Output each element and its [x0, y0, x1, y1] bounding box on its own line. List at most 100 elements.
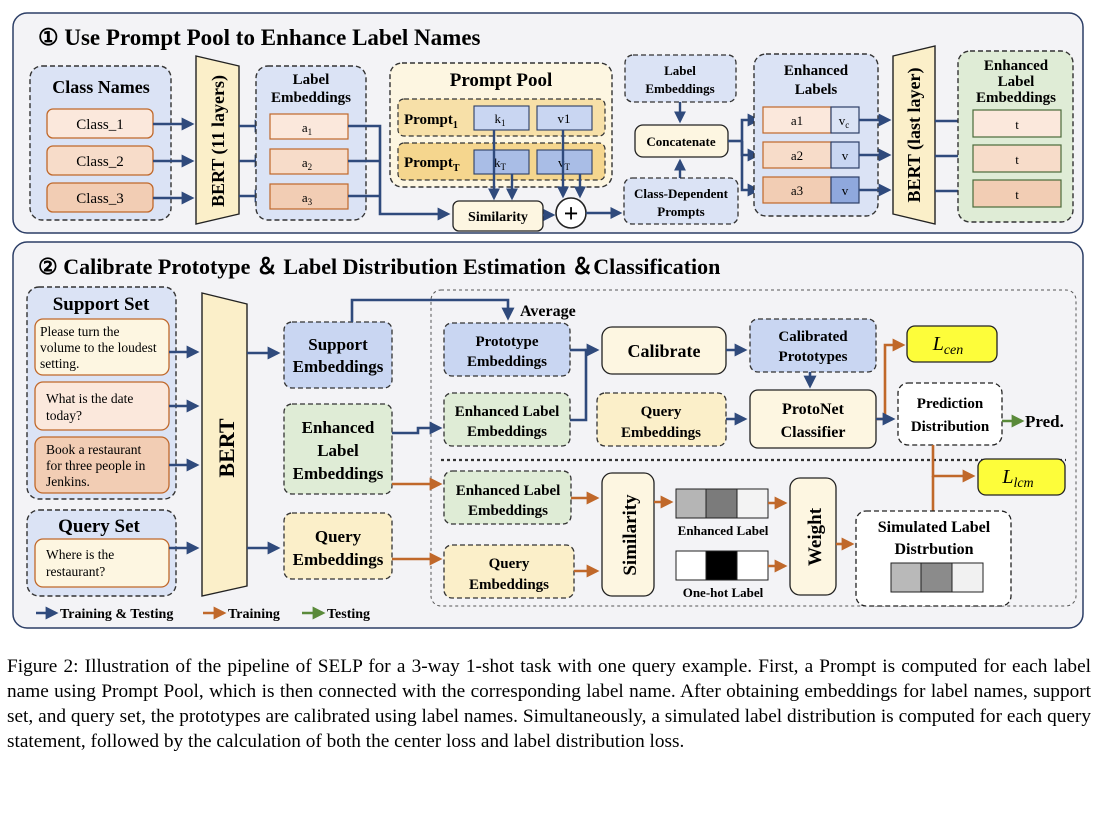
- class-2-label: Class_2: [76, 154, 124, 170]
- weight-label: Weight: [805, 507, 826, 566]
- v1-label: v1: [558, 111, 571, 126]
- support-item-3-l2: for three people in: [46, 458, 146, 473]
- protonet-1: ProtoNet: [782, 401, 845, 418]
- t3-label: t: [1015, 187, 1019, 202]
- prompt1-label: Prompt1: [404, 112, 458, 131]
- t3-box: [972, 179, 1062, 208]
- enh-label-emb-title-1: Enhanced: [984, 58, 1049, 74]
- enh-row3-a: [762, 176, 832, 204]
- query-left-2: Embeddings: [293, 550, 384, 569]
- plus-sign: +: [564, 199, 579, 228]
- enh-row2-v: [830, 141, 860, 169]
- class-names-title: Class Names: [52, 77, 150, 97]
- query-item-l2: restaurant?: [46, 564, 105, 579]
- a2-label: a2: [302, 155, 312, 172]
- query-mid-1: Query: [641, 404, 682, 420]
- support-item-1-l1: Please turn the: [40, 324, 119, 339]
- legend-label-training-testing: Training & Testing: [60, 607, 173, 622]
- enhanced-label-emb-left-box: [283, 403, 393, 495]
- enh-row1-a-label: a1: [791, 113, 803, 128]
- t2-box: [972, 144, 1062, 173]
- v1-box: [536, 105, 593, 131]
- query-item-l1: Where is the: [46, 547, 114, 562]
- enh-left-2: Label: [317, 441, 359, 460]
- enh-label-emb-title-3: Embeddings: [976, 90, 1056, 106]
- label-embeddings-title-1: Label: [293, 72, 330, 88]
- class-3-label: Class_3: [76, 191, 124, 207]
- llcm-loss-box: [977, 458, 1066, 496]
- enh-row3-a-label: a3: [791, 183, 803, 198]
- class-list: Class_1 Class_2 Class_3: [46, 108, 154, 213]
- enh-bar-3: [736, 488, 769, 519]
- arrow-enh-left-to-mid: [392, 421, 443, 435]
- enhanced-label-emb-low-box: [443, 470, 572, 525]
- kT-box: [473, 149, 530, 175]
- support-item-3-l3: Jenkins.: [46, 474, 90, 489]
- arrows-bars-to-weight: [768, 496, 788, 573]
- enh-low-1: Enhanced Label: [456, 483, 561, 499]
- arrows-to-similarity-low: [571, 491, 600, 578]
- support-item-1-l2: volume to the loudest: [40, 340, 157, 355]
- simulated-distribution-bars: [890, 562, 984, 593]
- arrows-a-to-similarity: [348, 124, 451, 221]
- enhanced-labels-title-2: Labels: [795, 82, 838, 98]
- t1-label: t: [1015, 117, 1019, 132]
- pipeline-diagram: ① Use Prompt Pool to Enhance Label Names…: [12, 12, 1084, 629]
- enh-row1-v: [830, 106, 860, 134]
- sim-bar-1: [890, 562, 922, 593]
- onehot-label-bars: [675, 550, 769, 581]
- lcen-label: Lcen: [932, 333, 964, 358]
- prototype-emb-1: Prototype: [475, 334, 538, 350]
- vT-box: [536, 149, 593, 175]
- sim-dist-2: Distrbution: [894, 541, 973, 558]
- llcm-label: Llcm: [1001, 466, 1033, 491]
- enhanced-label-caption: Enhanced Label: [678, 523, 769, 538]
- query-item: [34, 538, 170, 588]
- enh-row3-v-label: v: [842, 183, 849, 198]
- support-item-3-l1: Book a restaurant: [46, 442, 141, 457]
- query-low-1: Query: [489, 556, 530, 572]
- onehot-label-caption: One-hot Label: [683, 585, 764, 600]
- concatenate-label: Concatenate: [646, 134, 716, 149]
- figure-caption: Figure 2: Illustration of the pipeline o…: [7, 656, 1091, 752]
- enhanced-labels-title-1: Enhanced: [784, 63, 849, 79]
- support-item-2-l2: today?: [46, 408, 82, 423]
- query-left-1: Query: [315, 527, 362, 546]
- sim-bar-2: [920, 562, 953, 593]
- enh-row2-a: [762, 141, 832, 169]
- bert-main-label: BERT: [214, 418, 239, 477]
- section1-title: ① Use Prompt Pool to Enhance Label Names: [38, 25, 481, 50]
- k1-label: k1: [495, 111, 506, 128]
- kT-label: kT: [494, 155, 507, 172]
- prompt-pool-title: Prompt Pool: [450, 70, 553, 91]
- enh-row2-a-label: a2: [791, 148, 803, 163]
- onehot-bar-2: [705, 550, 738, 581]
- label-emb-small-2: Embeddings: [645, 81, 714, 96]
- arrows-bert-out: [247, 346, 281, 555]
- calibrated-2: Prototypes: [779, 349, 848, 365]
- prototype-emb-2: Embeddings: [467, 354, 547, 370]
- a1-box: [269, 113, 349, 140]
- vT-label: vT: [558, 155, 571, 172]
- sim-dist-1: Simulated Label: [878, 519, 991, 536]
- promptT-label: PromptT: [404, 155, 460, 174]
- arrows-enhanced-to-bert: [859, 113, 892, 197]
- bert-main-block: [201, 292, 248, 597]
- support-emb-1: Support: [308, 335, 368, 354]
- support-item-1: [34, 318, 170, 376]
- bert-last-label: BERT (last layer): [904, 67, 925, 202]
- support-set-title: Support Set: [53, 294, 150, 315]
- prediction-2: Distribution: [911, 419, 990, 435]
- query-embeddings-mid-box: [596, 392, 727, 447]
- label-emb-small-1: Label: [664, 63, 696, 78]
- arrows-sets-to-bert: [169, 345, 200, 555]
- calibrated-prototypes-box: [749, 318, 877, 373]
- prediction-distribution-box: [897, 382, 1003, 446]
- k1-box: [473, 105, 530, 131]
- query-mid-2: Embeddings: [621, 425, 701, 441]
- legend: Training & Testing Training Testing: [36, 606, 370, 622]
- label-embeddings-group: [255, 65, 367, 221]
- enh-bar-1: [675, 488, 707, 519]
- calibrate-label: Calibrate: [628, 341, 701, 361]
- support-item-2-l1: What is the date: [46, 391, 133, 406]
